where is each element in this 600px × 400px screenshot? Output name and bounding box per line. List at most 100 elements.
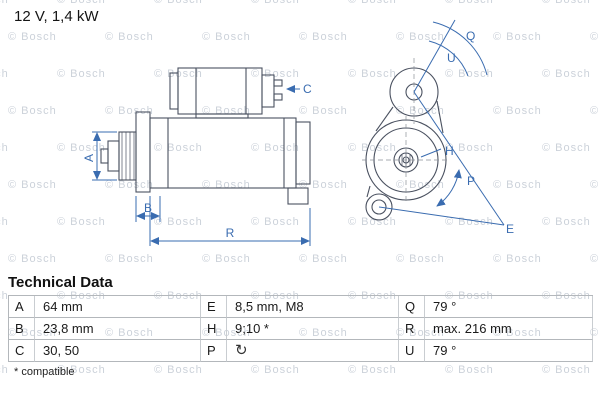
watermark-text: © Bosch	[348, 290, 397, 302]
watermark-text: © Bosch	[202, 327, 251, 339]
tech-key-cell: H	[201, 318, 227, 340]
dim-label-b: B	[144, 201, 152, 215]
watermark-text: © Bosch	[8, 327, 57, 339]
front-view	[362, 58, 450, 221]
dim-label-u: U	[447, 51, 456, 65]
terminal-stud	[273, 79, 283, 87]
watermark-text: © Bosch	[396, 327, 445, 339]
dim-p-arc	[436, 169, 462, 207]
dim-u-arc	[428, 40, 469, 77]
watermark-text: © Bosch	[396, 253, 445, 265]
watermark-text: © Bosch	[57, 364, 106, 376]
mounting-foot	[287, 187, 309, 205]
watermark-text: © Bosch	[0, 290, 9, 302]
watermark-text: © Bosch	[251, 142, 300, 154]
watermark-text: © Bosch	[299, 327, 348, 339]
dim-r	[149, 196, 311, 246]
watermark-text: © Bosch	[348, 364, 397, 376]
terminal-stud	[273, 93, 283, 101]
watermark-text: © Bosch	[396, 179, 445, 191]
watermark-text: © Bosch	[8, 179, 57, 191]
watermark-text: © Bosch	[590, 179, 600, 191]
tech-value-cell: 23,8 mm	[35, 318, 201, 340]
watermark-text: © Bosch	[57, 0, 106, 6]
watermark-text: © Bosch	[445, 364, 494, 376]
watermark-text: © Bosch	[590, 31, 600, 43]
watermark-text: © Bosch	[105, 253, 154, 265]
watermark-text: © Bosch	[202, 253, 251, 265]
dimension-labels: A B C R Q U H P E	[82, 29, 514, 240]
tech-value-cell: 9;10 *	[227, 318, 399, 340]
pinion-gear	[118, 131, 137, 181]
watermark-text: © Bosch	[493, 105, 542, 117]
tech-value-cell: max. 216 mm	[425, 318, 593, 340]
watermark-text: © Bosch	[493, 327, 542, 339]
watermark-text: © Bosch	[542, 142, 591, 154]
tech-key-cell: C	[9, 340, 35, 362]
watermark-text: © Bosch	[105, 327, 154, 339]
watermark-text: © Bosch	[105, 179, 154, 191]
watermark-text: © Bosch	[348, 0, 397, 6]
watermark-text: © Bosch	[445, 68, 494, 80]
tech-value-cell: 30, 50	[35, 340, 201, 362]
watermark-text: © Bosch	[251, 0, 300, 6]
watermark-text: © Bosch	[445, 216, 494, 228]
tech-key-cell: P	[201, 340, 227, 362]
watermark-text: © Bosch	[0, 216, 9, 228]
dim-label-c: C	[303, 82, 312, 96]
watermark-text: © Bosch	[445, 290, 494, 302]
radial-reference-line	[413, 19, 456, 93]
tech-key-cell: Q	[399, 296, 425, 318]
watermark-text: © Bosch	[299, 105, 348, 117]
watermark-text: © Bosch	[493, 179, 542, 191]
watermark-text: © Bosch	[348, 68, 397, 80]
watermark-text: © Bosch	[493, 253, 542, 265]
dim-q-arc	[432, 21, 488, 76]
watermark-text: © Bosch	[8, 31, 57, 43]
watermark-text: © Bosch	[542, 68, 591, 80]
watermark-text: © Bosch	[8, 253, 57, 265]
tech-key-cell: A	[9, 296, 35, 318]
solenoid	[169, 67, 283, 115]
tech-key-cell: R	[399, 318, 425, 340]
watermark-text: © Bosch	[542, 364, 591, 376]
watermark-text: © Bosch	[299, 179, 348, 191]
watermark-text: © Bosch	[493, 31, 542, 43]
watermark-text: © Bosch	[590, 105, 600, 117]
dim-label-a: A	[82, 154, 96, 162]
watermark-text: © Bosch	[154, 142, 203, 154]
dim-b	[135, 196, 161, 222]
bolt-hole	[371, 199, 387, 215]
side-view	[100, 67, 311, 205]
power-rating-label: 12 V, 1,4 kW	[14, 8, 99, 25]
compatibility-footnote: * compatible	[14, 366, 75, 378]
tech-value-cell: 79 °	[425, 296, 593, 318]
watermark-text: © Bosch	[590, 327, 600, 339]
watermark-text: © Bosch	[154, 0, 203, 6]
watermark-text: © Bosch	[105, 105, 154, 117]
dim-e-line	[378, 206, 505, 226]
starter-motor-drawing: A B C R Q U H P E	[82, 19, 514, 246]
dim-label-h: H	[445, 144, 454, 158]
watermark-text: © Bosch	[348, 142, 397, 154]
technical-data-title: Technical Data	[8, 274, 113, 291]
dim-label-e: E	[506, 222, 514, 236]
dim-e-line	[413, 91, 505, 226]
watermark-text: © Bosch	[57, 216, 106, 228]
front-view-dimensions	[378, 19, 505, 226]
dim-label-r: R	[226, 226, 235, 240]
tech-key-cell: E	[201, 296, 227, 318]
watermark-text: © Bosch	[542, 0, 591, 6]
watermark-text: © Bosch	[57, 142, 106, 154]
dim-label-p: P	[467, 174, 475, 188]
watermark-text: © Bosch	[57, 290, 106, 302]
watermark-text: © Bosch	[57, 68, 106, 80]
watermark-text: © Bosch	[0, 0, 9, 6]
watermark-text: © Bosch	[542, 216, 591, 228]
watermark-text: © Bosch	[590, 253, 600, 265]
drive-end	[100, 111, 151, 193]
watermark-text: © Bosch	[0, 142, 9, 154]
tech-value-cell: 8,5 mm, M8	[227, 296, 399, 318]
watermark-text: © Bosch	[251, 364, 300, 376]
